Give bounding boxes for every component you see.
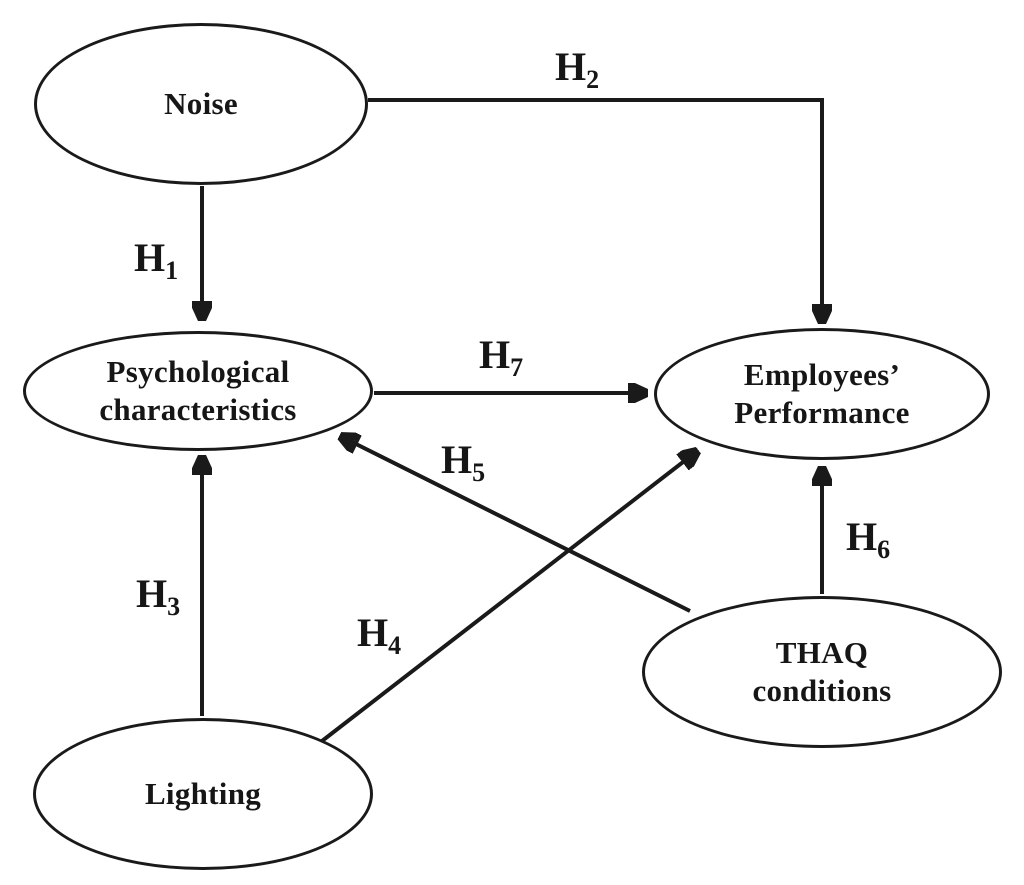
- arrow-h4: [320, 452, 696, 743]
- node-thaq-conditions: THAQ conditions: [642, 596, 1002, 748]
- h7-main: H: [478, 332, 511, 377]
- node-employees-performance-label: Employees’ Performance: [734, 357, 910, 430]
- h4-main: H: [356, 610, 389, 655]
- hypothesis-label-h1: H1: [134, 238, 178, 284]
- hypothesis-label-h6: H6: [846, 517, 890, 563]
- node-lighting: Lighting: [33, 718, 373, 870]
- h2-subscript: 2: [586, 65, 600, 94]
- hypothesis-label-h5: H5: [441, 440, 485, 486]
- node-noise-label: Noise: [164, 86, 238, 122]
- h7-subscript: 7: [510, 353, 524, 382]
- node-lighting-label: Lighting: [144, 776, 262, 812]
- hypothesis-label-h3: H3: [136, 574, 180, 620]
- node-employees-performance: Employees’ Performance: [654, 328, 990, 460]
- h3-subscript: 3: [167, 592, 181, 621]
- h5-main: H: [440, 437, 473, 482]
- node-psychological-characteristics-label: Psychological characteristics: [99, 354, 297, 427]
- node-psychological-characteristics: Psychological characteristics: [23, 331, 373, 451]
- h1-subscript: 1: [165, 256, 179, 285]
- h4-subscript: 4: [388, 631, 402, 660]
- arrow-h5: [342, 437, 691, 613]
- arrow-h2: [368, 98, 822, 321]
- hypothesis-label-h7: H7: [479, 335, 523, 381]
- h5-subscript: 5: [472, 458, 486, 487]
- h6-subscript: 6: [877, 535, 891, 564]
- h2-main: H: [554, 44, 587, 89]
- h6-main: H: [845, 514, 878, 559]
- hypothesis-label-h2: H2: [555, 47, 599, 93]
- hypothesis-label-h4: H4: [357, 613, 401, 659]
- h1-main: H: [133, 235, 166, 280]
- h3-main: H: [135, 571, 168, 616]
- node-thaq-conditions-label: THAQ conditions: [752, 635, 892, 708]
- node-noise: Noise: [34, 23, 368, 185]
